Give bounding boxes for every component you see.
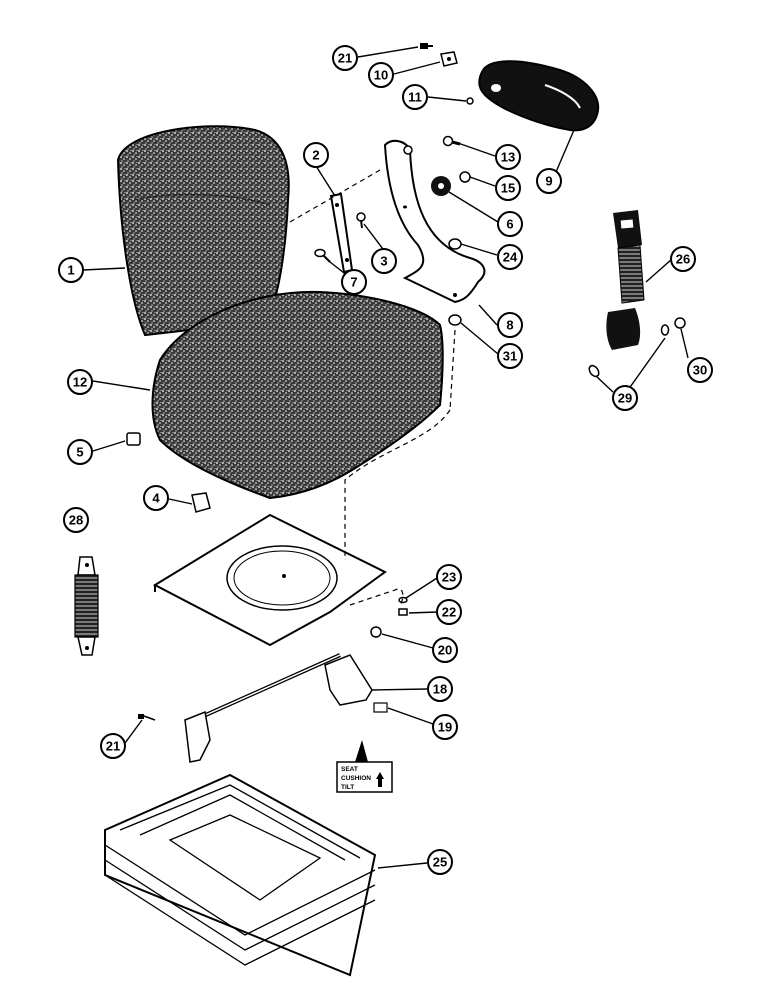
svg-text:21: 21 [338, 51, 352, 66]
callout-7: 7 [341, 269, 367, 295]
callout-10: 10 [368, 62, 394, 88]
decal-line-tilt: TILT [341, 784, 354, 791]
svg-text:24: 24 [503, 250, 518, 265]
nut-15 [459, 171, 471, 183]
svg-text:3: 3 [380, 254, 387, 269]
svg-text:25: 25 [433, 855, 447, 870]
callout-5: 5 [67, 439, 93, 465]
seat-back-cushion [116, 125, 290, 337]
screw-21-lower [138, 714, 156, 721]
screw-23 [398, 596, 408, 604]
washer-29 [588, 324, 670, 378]
svg-text:6: 6 [506, 217, 513, 232]
callout-6: 6 [497, 211, 523, 237]
suspension-boot-bellows [104, 773, 377, 977]
svg-text:30: 30 [693, 363, 707, 378]
knob-20 [370, 626, 382, 638]
screw-22 [398, 608, 408, 616]
callout-8: 8 [497, 312, 523, 338]
svg-text:15: 15 [501, 181, 515, 196]
screw-7 [314, 248, 331, 263]
decal-line-cushion: CUSHION [341, 775, 371, 782]
callout-15: 15 [495, 175, 521, 201]
svg-text:18: 18 [433, 682, 447, 697]
decal-line-seat: SEAT [341, 766, 358, 773]
callout-22: 22 [436, 599, 462, 625]
svg-text:4: 4 [152, 491, 160, 506]
seat-belt [606, 210, 645, 350]
bushing-31 [448, 314, 462, 326]
callout-4: 4 [143, 485, 169, 511]
callout-23: 23 [436, 564, 462, 590]
adjustment-knob [431, 176, 451, 196]
callout-13: 13 [495, 144, 521, 170]
spring-28 [74, 556, 99, 656]
svg-text:20: 20 [438, 643, 452, 658]
swivel-base-plate [152, 513, 387, 647]
clip-5 [126, 432, 141, 446]
seat-bottom-cushion [151, 290, 444, 500]
assembly-dashed-lines [289, 169, 456, 606]
screw-3 [356, 212, 366, 229]
svg-text:31: 31 [503, 349, 517, 364]
svg-text:8: 8 [506, 318, 513, 333]
svg-text:5: 5 [76, 445, 83, 460]
callout-25: 25 [427, 849, 453, 875]
callout-21-top: 21 [332, 45, 358, 71]
callout-1: 1 [58, 257, 84, 283]
back-bracket-strap [329, 192, 354, 274]
callout-12: 12 [67, 369, 93, 395]
svg-text:11: 11 [408, 90, 422, 105]
callout-2: 2 [303, 142, 329, 168]
callout-31: 31 [497, 343, 523, 369]
svg-text:2: 2 [312, 148, 319, 163]
svg-text:12: 12 [73, 375, 87, 390]
callout-19: 19 [432, 714, 458, 740]
callout-11: 11 [402, 84, 428, 110]
callout-18: 18 [427, 676, 453, 702]
clip-4 [191, 492, 211, 513]
svg-text:19: 19 [438, 720, 452, 735]
armrest-bracket [383, 139, 486, 304]
tilt-decal-19 [373, 702, 388, 713]
callout-26: 26 [670, 246, 696, 272]
screw-11 [466, 97, 474, 105]
callout-20: 20 [432, 637, 458, 663]
callout-3: 3 [371, 248, 397, 274]
svg-text:22: 22 [442, 605, 456, 620]
callout-24: 24 [497, 244, 523, 270]
callout-29: 29 [612, 385, 638, 411]
bolt-13 [442, 135, 461, 147]
svg-text:21: 21 [106, 739, 120, 754]
svg-text:9: 9 [545, 174, 552, 189]
svg-text:1: 1 [67, 263, 74, 278]
nut-30 [674, 317, 686, 329]
svg-text:7: 7 [350, 275, 357, 290]
nut-plate [440, 51, 458, 67]
armrest [478, 60, 600, 132]
svg-text:28: 28 [69, 513, 83, 528]
callout-21-lower: 21 [100, 733, 126, 759]
svg-text:13: 13 [501, 150, 515, 165]
bushing-24 [448, 238, 462, 250]
seat-cushion-tilt-decal: SEAT CUSHION TILT [336, 740, 393, 793]
svg-text:10: 10 [374, 68, 388, 83]
callout-9: 9 [536, 168, 562, 194]
callout-30: 30 [687, 357, 713, 383]
screw-21-top [420, 43, 433, 49]
callout-28: 28 [63, 507, 89, 533]
tilt-lever-rod [184, 653, 373, 763]
svg-text:26: 26 [676, 252, 690, 267]
svg-text:23: 23 [442, 570, 456, 585]
svg-text:29: 29 [618, 391, 632, 406]
